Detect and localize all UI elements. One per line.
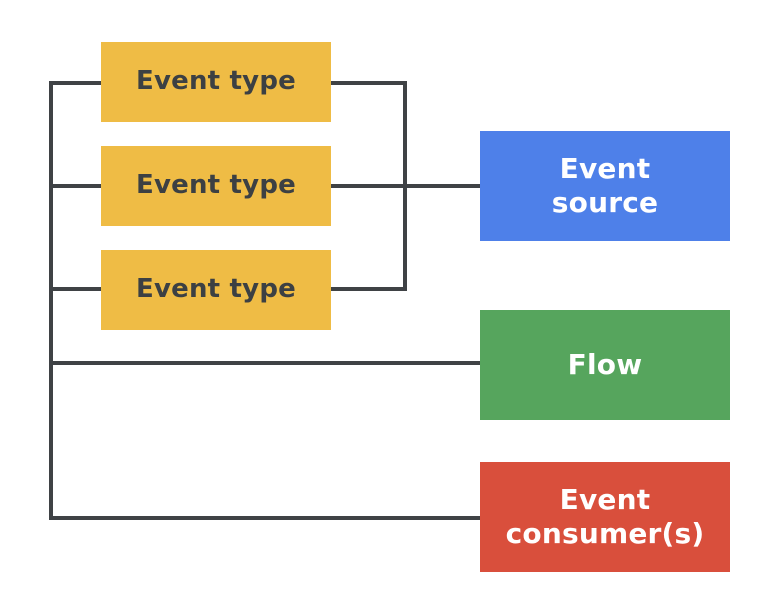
node-event-type-3: Event type xyxy=(101,250,331,330)
node-event-source: Event source xyxy=(480,131,730,241)
connector-event-consumers xyxy=(49,516,482,520)
connector-event-type-1-right xyxy=(329,81,407,85)
node-event-source-label: Event source xyxy=(551,151,659,219)
connector-flow xyxy=(49,361,482,365)
node-event-type-1: Event type xyxy=(101,42,331,122)
connector-event-source xyxy=(329,184,482,188)
connector-event-type-1-left xyxy=(49,81,103,85)
node-event-consumers: Event consumer(s) xyxy=(480,462,730,572)
node-event-type-3-label: Event type xyxy=(136,274,296,305)
node-event-type-2: Event type xyxy=(101,146,331,226)
connector-event-type-3-left xyxy=(49,287,103,291)
node-event-consumers-label: Event consumer(s) xyxy=(505,482,705,550)
node-flow-label: Flow xyxy=(567,347,643,381)
connector-event-type-2-left xyxy=(49,184,103,188)
connector-event-type-3-right xyxy=(329,287,407,291)
node-event-type-2-label: Event type xyxy=(136,170,296,201)
node-flow: Flow xyxy=(480,310,730,420)
left-bus-line xyxy=(49,81,53,520)
node-event-type-1-label: Event type xyxy=(136,66,296,97)
